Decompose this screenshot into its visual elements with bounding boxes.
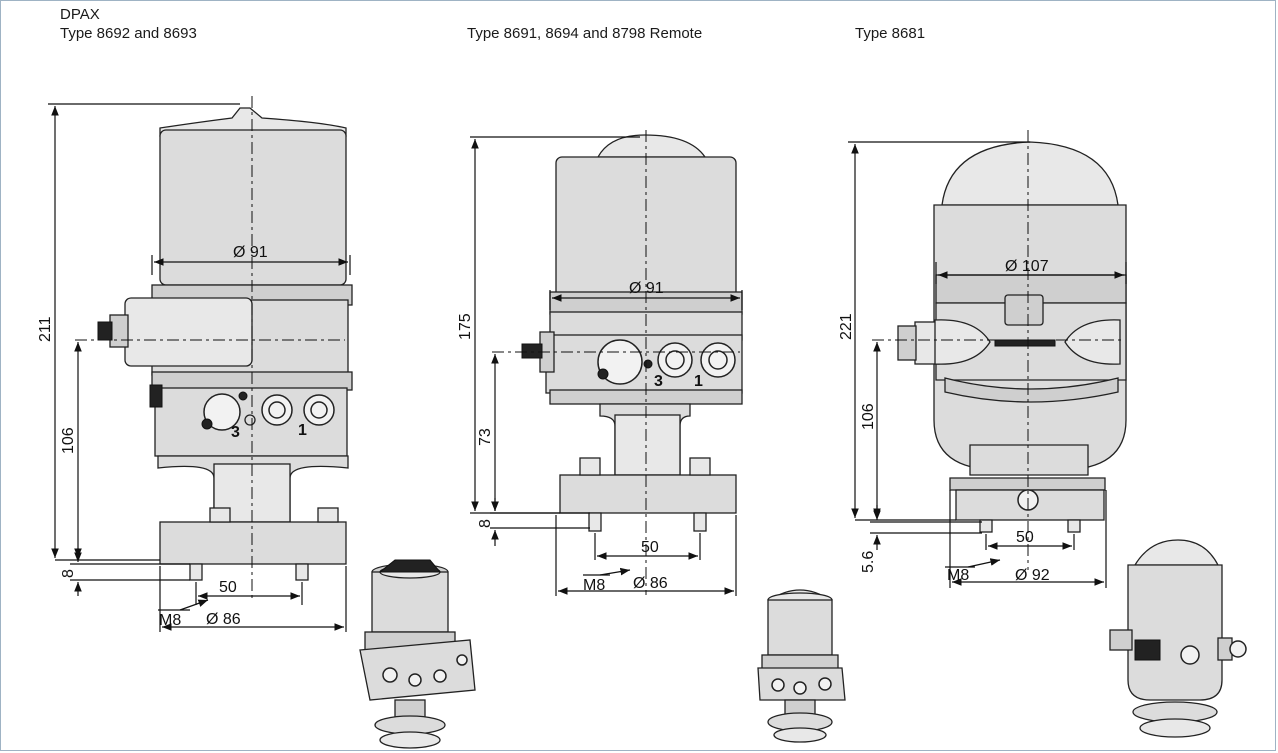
right-dim-flange bbox=[870, 505, 982, 550]
middle-top-diameter-label: Ø 91 bbox=[629, 280, 664, 297]
middle-mid-body bbox=[521, 311, 743, 405]
header-left-title: DPAX bbox=[60, 6, 100, 23]
drawing-right: 221 106 5.6 50 M8 Ø 92 bbox=[838, 130, 1127, 588]
left-flange-diameter-label: Ø 86 bbox=[206, 611, 241, 628]
right-axis-height-label: 106 bbox=[860, 403, 877, 430]
header-middle: Type 8691, 8694 and 8798 Remote bbox=[467, 25, 703, 42]
middle-dim-thread bbox=[583, 567, 631, 576]
right-dim-height bbox=[848, 141, 1030, 521]
header-right: Type 8681 bbox=[855, 25, 926, 42]
middle-height-label: 175 bbox=[457, 313, 474, 340]
left-axis-height-label: 106 bbox=[60, 427, 77, 454]
left-cap bbox=[151, 107, 353, 306]
middle-dim-flange-dia bbox=[555, 515, 737, 596]
left-bolt-spacing-label: 50 bbox=[219, 579, 237, 596]
right-dim-thread bbox=[945, 558, 1001, 568]
right-flange-thickness-label: 5.6 bbox=[860, 551, 877, 573]
left-port-3-label: 3 bbox=[231, 424, 240, 441]
middle-product-render bbox=[757, 589, 846, 743]
right-dim-diameter bbox=[935, 262, 1127, 284]
middle-dim-bolt bbox=[594, 533, 701, 560]
left-dim-bolt bbox=[195, 582, 303, 605]
right-product-render bbox=[1109, 539, 1247, 738]
right-bolt-spacing-label: 50 bbox=[1016, 529, 1034, 546]
left-dim-diameter bbox=[151, 255, 351, 275]
right-top-diameter-label: Ø 107 bbox=[1005, 258, 1049, 275]
left-port-1-label: 1 bbox=[298, 422, 307, 439]
middle-flange-diameter-label: Ø 86 bbox=[633, 575, 668, 592]
header-left-subtitle: Type 8692 and 8693 bbox=[60, 25, 197, 42]
middle-axis-height-label: 73 bbox=[477, 428, 494, 446]
left-product-render bbox=[359, 559, 476, 749]
right-flange-diameter-label: Ø 92 bbox=[1015, 567, 1050, 584]
right-dim-flange-dia bbox=[949, 490, 1107, 588]
left-dim-thread bbox=[158, 599, 209, 611]
left-adapter bbox=[157, 455, 349, 581]
left-height-label: 211 bbox=[37, 316, 54, 342]
right-dim-bolt bbox=[985, 534, 1075, 550]
middle-port-1-label: 1 bbox=[694, 373, 703, 390]
left-dim-flange bbox=[70, 548, 190, 596]
left-mid-body bbox=[97, 297, 353, 457]
drawing-middle: 3 1 175 73 8 bbox=[457, 130, 743, 596]
drawing-left: 3 1 211 106 bbox=[37, 96, 353, 632]
right-adapter bbox=[949, 444, 1106, 533]
middle-bolt-spacing-label: 50 bbox=[641, 539, 659, 556]
right-height-label: 221 bbox=[838, 313, 855, 340]
right-mid-body bbox=[897, 294, 1127, 403]
middle-dim-flange bbox=[490, 498, 590, 546]
middle-adapter bbox=[559, 403, 737, 532]
left-flange-thickness-label: 8 bbox=[60, 569, 77, 578]
middle-flange-thickness-label: 8 bbox=[477, 519, 494, 528]
left-dim-flange-dia bbox=[159, 566, 347, 632]
middle-dim-diameter bbox=[549, 290, 743, 310]
left-top-diameter-label: Ø 91 bbox=[233, 244, 268, 261]
left-dim-height bbox=[48, 103, 240, 561]
middle-port-3-label: 3 bbox=[654, 373, 663, 390]
